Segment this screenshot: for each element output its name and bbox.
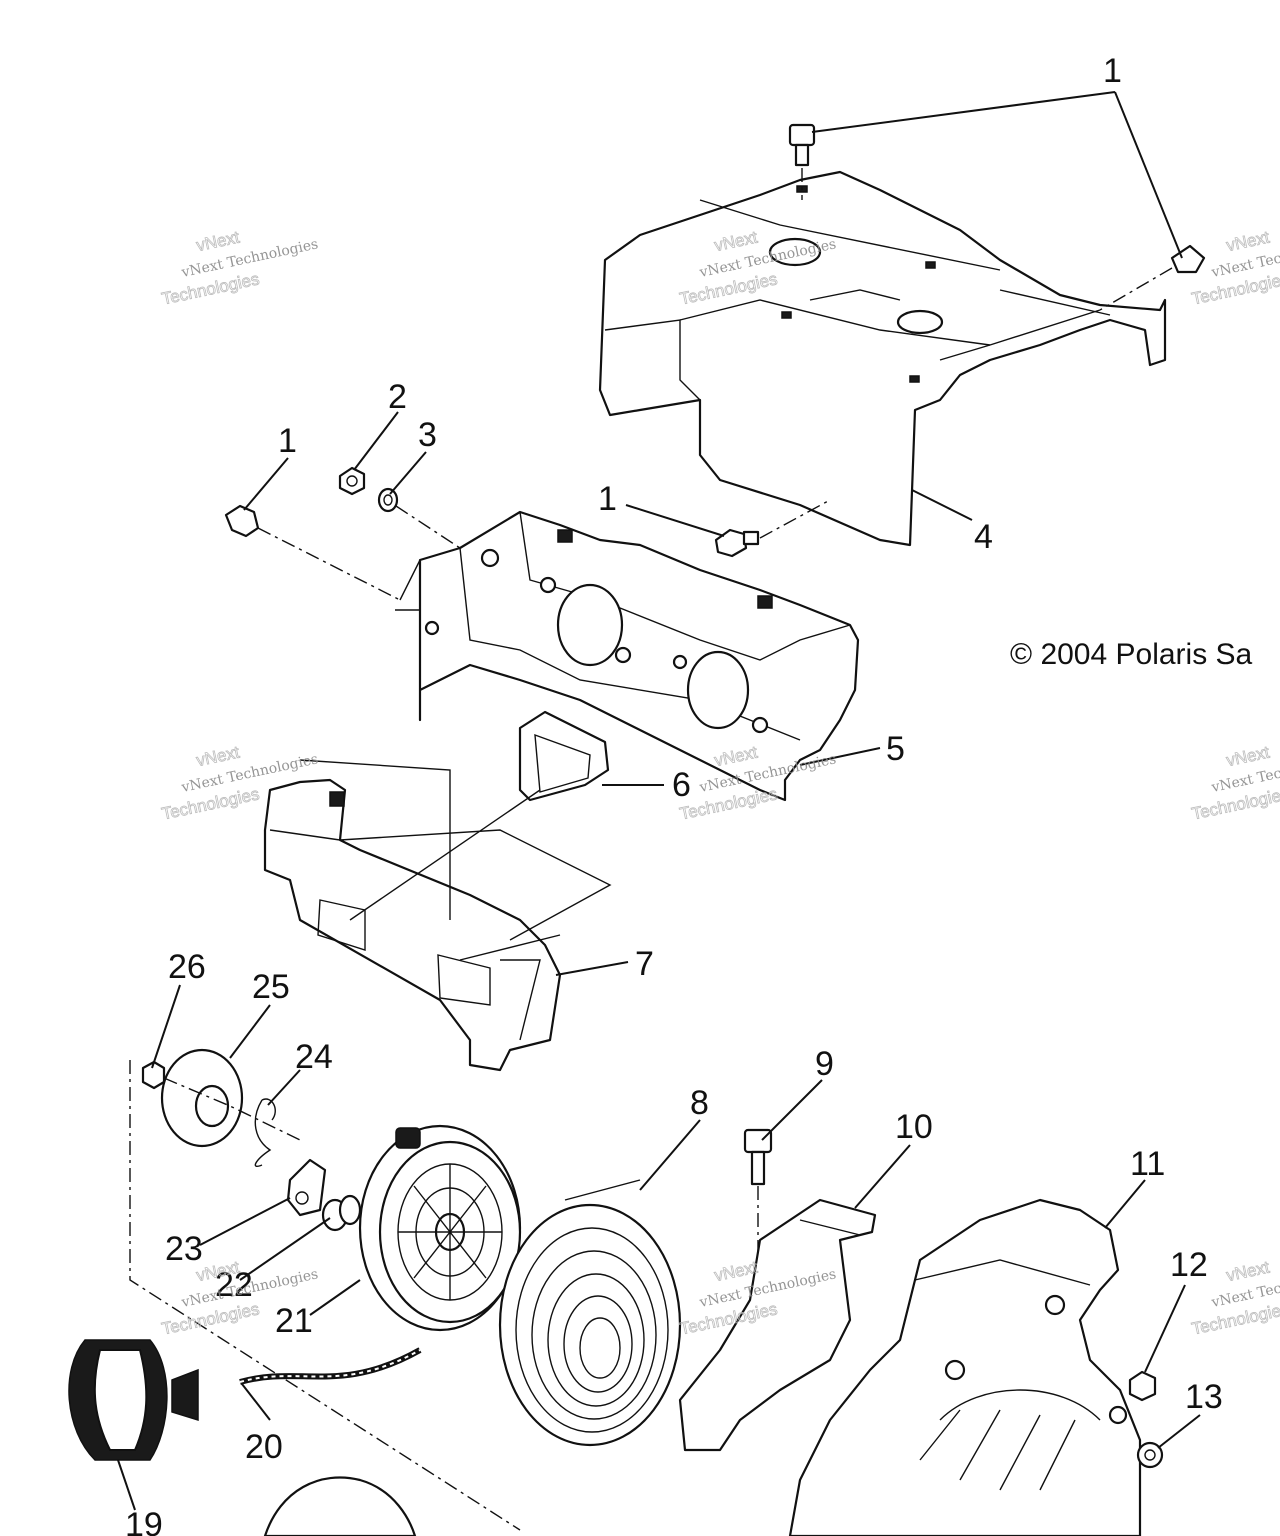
- housing-part-5: [395, 510, 860, 802]
- watermark-technologies: Technologies: [160, 1299, 261, 1338]
- watermark-technologies: Technologies: [160, 269, 261, 308]
- nut-part-12: [1128, 1370, 1157, 1402]
- callout-6: 6: [672, 766, 691, 804]
- watermark-vnext: vNext: [1225, 743, 1272, 771]
- watermark-vnext: vNext: [195, 228, 242, 256]
- gasket-part-6: [518, 710, 610, 802]
- leader-lines: [117, 91, 1201, 1511]
- watermark-vnext: vNext: [1225, 228, 1272, 256]
- watermark-vnext: vNext: [195, 743, 242, 771]
- callout-7: 7: [635, 945, 654, 983]
- watermark-technologies: Technologies: [160, 784, 261, 823]
- callout-2: 2: [388, 378, 407, 416]
- callout-5: 5: [886, 730, 905, 768]
- callout-9: 9: [815, 1045, 834, 1083]
- copyright-notice: © 2004 Polaris Sa: [1010, 638, 1253, 671]
- callout-19: 19: [125, 1506, 163, 1536]
- starter-housing-part-11: [788, 1198, 1142, 1536]
- bracket-part-7: [263, 778, 562, 1072]
- callout-numbers: 1 1 1 2 3 4 5 6 7 8 9 10 11 12 13 19 20 …: [125, 52, 1223, 1536]
- recoil-spring-part-8: [498, 1179, 682, 1447]
- callout-25: 25: [252, 968, 290, 1006]
- spring-clip-part-24: [254, 1098, 276, 1167]
- bushing-part-22: [321, 1194, 362, 1232]
- guide-part-10: [678, 1198, 877, 1452]
- bolt-part-1-mid: [714, 528, 760, 558]
- callout-1-mid: 1: [598, 480, 617, 518]
- recoil-reel-part-21: [358, 1124, 522, 1332]
- watermark-technologies: Technologies: [678, 784, 779, 823]
- callout-8: 8: [690, 1084, 709, 1122]
- callout-22: 22: [215, 1266, 253, 1304]
- bolt-part-1-top: [788, 123, 816, 167]
- callout-20: 20: [245, 1428, 283, 1466]
- bolt-part-1-left: [224, 504, 260, 538]
- bolt-part-9: [743, 1128, 773, 1186]
- callout-10: 10: [895, 1108, 933, 1146]
- washer-part-3: [377, 487, 399, 513]
- bolt-part-13: [1136, 1441, 1164, 1469]
- callout-11: 11: [1130, 1145, 1165, 1183]
- callout-1-top: 1: [1103, 52, 1122, 90]
- nut-part-2: [338, 466, 366, 496]
- rope-part-20: [239, 1347, 422, 1385]
- callout-26: 26: [168, 948, 206, 986]
- callout-23: 23: [165, 1230, 203, 1268]
- callout-13: 13: [1185, 1378, 1223, 1416]
- upper-cover-part-4: [598, 170, 1167, 547]
- handle-part-19: [68, 1339, 199, 1461]
- callout-12: 12: [1170, 1246, 1208, 1284]
- callout-21: 21: [275, 1302, 313, 1340]
- callout-24: 24: [295, 1038, 333, 1076]
- bolt-part-1-right: [1170, 244, 1206, 274]
- pawl-part-23: [286, 1158, 327, 1217]
- watermark-vnext: vNext: [1225, 1258, 1272, 1286]
- callout-3: 3: [418, 416, 437, 454]
- callout-1-left: 1: [278, 422, 297, 460]
- pulley-part-25: [160, 1048, 244, 1148]
- callout-4: 4: [974, 518, 993, 556]
